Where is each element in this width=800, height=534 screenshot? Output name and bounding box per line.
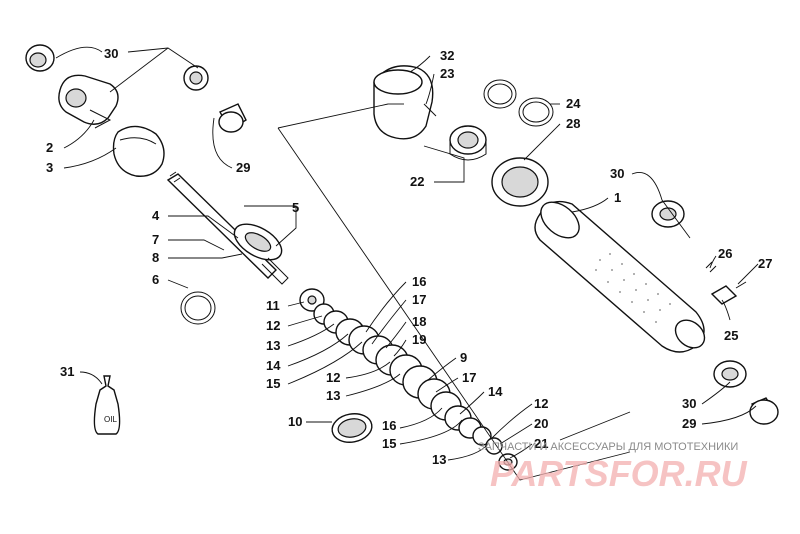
- part-23-o-ring: [483, 79, 517, 109]
- watermark: ЗАПЧАСТИ И АКСЕССУАРЫ ДЛЯ МОТОТЕХНИКИ PA…: [478, 441, 748, 494]
- callout: 2: [46, 140, 53, 155]
- part-31-oil-bottle: OIL: [93, 375, 121, 435]
- callout: 24: [566, 96, 581, 111]
- part-30-bushing-top-left: [25, 44, 55, 72]
- callout: 11: [266, 298, 280, 313]
- callout: 7: [152, 232, 159, 247]
- callout: 18: [412, 314, 426, 329]
- parts-drawing: OIL: [25, 44, 779, 471]
- part-30-bushing-right-upper: [651, 200, 685, 228]
- part-29-spacer-upper: [218, 103, 247, 133]
- callout: 29: [236, 160, 250, 175]
- callout: 16: [382, 418, 396, 433]
- part-24-o-ring: [518, 97, 554, 127]
- callout: 13: [432, 452, 446, 467]
- callout-labels: 30 2 3 29 4 5 7 8 6 32 23 24 28 22 1 30 …: [46, 46, 772, 467]
- part-1-shock-body: [534, 200, 706, 353]
- callout: 14: [488, 384, 503, 399]
- callout: 9: [460, 350, 467, 365]
- part-30-bushing-right-lower: [713, 360, 747, 388]
- callout: 10: [288, 414, 302, 429]
- callout: 30: [610, 166, 624, 181]
- callout: 3: [46, 160, 53, 175]
- callout: 30: [682, 396, 696, 411]
- callout: 31: [60, 364, 74, 379]
- callout: 12: [534, 396, 548, 411]
- part-6-o-ring: [180, 291, 216, 325]
- callout: 25: [724, 328, 738, 343]
- callout: 27: [758, 256, 772, 271]
- callout: 17: [462, 370, 476, 385]
- callout: 4: [152, 208, 160, 223]
- callout: 19: [412, 332, 426, 347]
- callout: 15: [382, 436, 396, 451]
- leader-lines: [55, 46, 759, 481]
- callout: 23: [440, 66, 454, 81]
- part-3-bumper: [112, 125, 165, 177]
- part-32-reservoir-cap: [373, 65, 437, 140]
- part-29-spacer-lower: [749, 397, 779, 425]
- callout: 8: [152, 250, 159, 265]
- callout: 1: [614, 190, 621, 205]
- part-2-upper-eye: [58, 74, 119, 129]
- part-30-bushing-upper: [183, 65, 209, 91]
- callout: 17: [412, 292, 426, 307]
- callout: 29: [682, 416, 696, 431]
- callout: 12: [266, 318, 280, 333]
- callout: 20: [534, 416, 548, 431]
- part-28-collar: [491, 157, 549, 207]
- callout: 28: [566, 116, 580, 131]
- callout: 21: [534, 436, 548, 451]
- callout: 32: [440, 48, 454, 63]
- callout: 14: [266, 358, 281, 373]
- callout: 30: [104, 46, 118, 61]
- part-4-shaft: [166, 171, 277, 279]
- callout: 15: [266, 376, 280, 391]
- callout: 16: [412, 274, 426, 289]
- part-22-reservoir-piston: [449, 125, 487, 161]
- callout: 13: [326, 388, 340, 403]
- part-10-ring: [331, 413, 373, 443]
- watermark-logo: PARTSFOR.RU: [490, 453, 748, 494]
- watermark-tagline: ЗАПЧАСТИ И АКСЕССУАРЫ ДЛЯ МОТОТЕХНИКИ: [478, 441, 738, 453]
- callout: 5: [292, 200, 299, 215]
- callout: 12: [326, 370, 340, 385]
- part-25-valve-fitting: [705, 261, 747, 305]
- callout: 26: [718, 246, 732, 261]
- callout: 22: [410, 174, 424, 189]
- callout: 13: [266, 338, 280, 353]
- callout: 6: [152, 272, 159, 287]
- part-5-piston-assembly: [233, 223, 289, 285]
- oil-label: OIL: [104, 415, 117, 424]
